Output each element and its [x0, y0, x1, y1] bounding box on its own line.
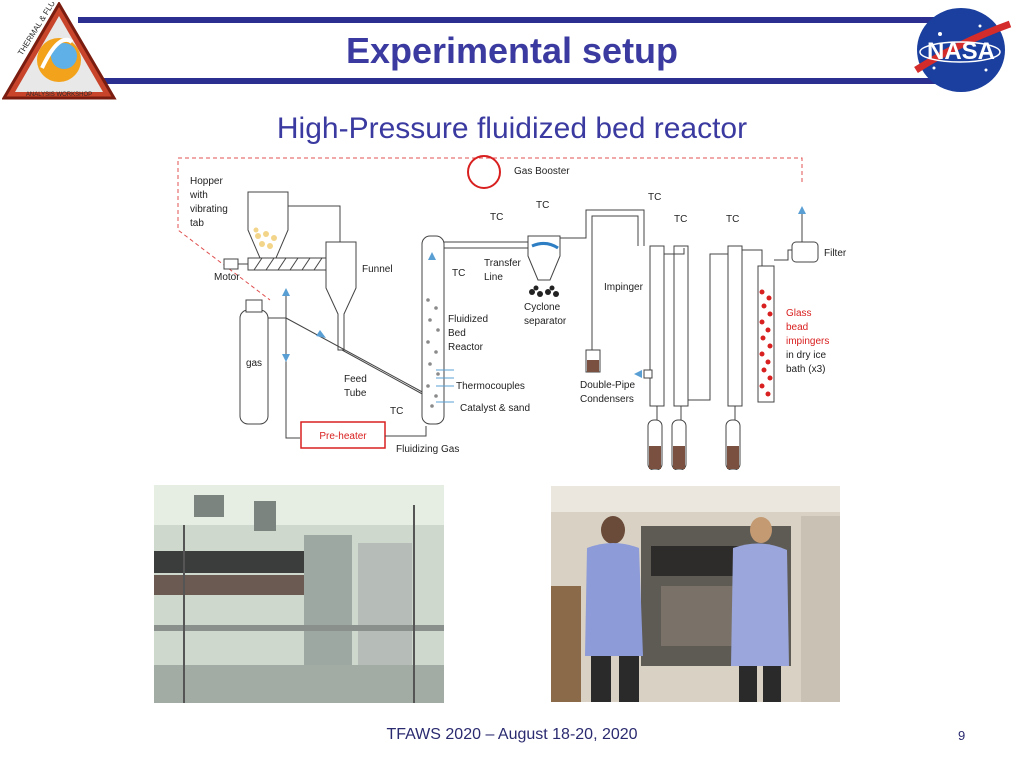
- reactor-label: Fluidized Bed Reactor: [448, 314, 491, 353]
- pre-heater-box: [300, 421, 386, 449]
- tc-preheater-label: TC: [390, 406, 403, 417]
- funnel-label: Funnel: [362, 264, 393, 275]
- nasa-meatball-logo: NASA: [910, 4, 1012, 92]
- reactor-particles: [426, 298, 440, 408]
- motor-icon: [223, 258, 239, 270]
- condensers-label: Double-Pipe Condensers: [580, 380, 638, 405]
- cyclone-label: Cyclone separator: [524, 302, 567, 327]
- page-number: 9: [958, 728, 966, 743]
- slide-subtitle: High-Pressure fluidized bed reactor: [276, 112, 748, 145]
- pre-heater-label: Pre-heater: [319, 431, 367, 442]
- glass-bead-impinger: [757, 265, 775, 403]
- lab-equipment-photo: [154, 485, 444, 703]
- nasa-logo-text: NASA: [927, 38, 995, 65]
- reactor-schematic: Gas Booster Hopper with vibrating tab Mo…: [170, 150, 860, 471]
- tc-cyclone-label: TC: [536, 200, 549, 211]
- impinger-label: Impinger: [604, 282, 644, 293]
- tc-condenser-3-label: TC: [726, 214, 739, 225]
- dry-ice-label: in dry ice bath (x3): [786, 350, 829, 375]
- tc-reactor-label: TC: [452, 268, 465, 279]
- filter-icon: [791, 241, 819, 263]
- tc-condenser-1-label: TC: [648, 192, 661, 203]
- gas-label: gas: [246, 358, 262, 369]
- gas-booster-label: Gas Booster: [514, 166, 570, 177]
- hopper-label: Hopper with vibrating tab: [189, 176, 231, 229]
- header-bar-bottom: [78, 78, 950, 84]
- slide-title: Experimental setup: [345, 30, 679, 71]
- filter-label: Filter: [824, 248, 847, 259]
- condensate-flasks: [647, 419, 741, 471]
- researchers-at-reactor-photo: [551, 486, 840, 702]
- footer-text: TFAWS 2020 – August 18-20, 2020: [386, 726, 638, 743]
- glass-beads: [759, 289, 773, 397]
- fluidizing-gas-label: Fluidizing Gas: [396, 444, 459, 455]
- fluidized-bed-reactor: [421, 235, 445, 425]
- transfer-line-label: Transfer Line: [484, 258, 524, 283]
- thermocouples-label: Thermocouples: [456, 381, 525, 392]
- funnel-icon: [325, 241, 357, 351]
- tfaws-logo: THERMAL & FLUIDS ANALYSIS WORKSHOP: [1, 0, 117, 102]
- cyclone-separator-icon: [527, 235, 561, 281]
- feed-tube-label: Feed Tube: [344, 374, 370, 399]
- catalyst-sand-label: Catalyst & sand: [460, 403, 530, 414]
- double-pipe-condensers: [649, 245, 743, 407]
- logo-text-bottom: ANALYSIS WORKSHOP: [26, 92, 92, 98]
- hopper-particles: [253, 227, 277, 249]
- header-bar-top: [78, 17, 950, 23]
- gas-booster-icon: [467, 155, 501, 189]
- tc-transfer-label: TC: [490, 212, 503, 223]
- recycle-dashed-line: [177, 157, 803, 301]
- tc-condenser-2-label: TC: [674, 214, 687, 225]
- motor-label: Motor: [214, 272, 240, 283]
- thermocouple-lines: [436, 369, 454, 403]
- glass-bead-label: Glass bead impingers: [786, 308, 829, 347]
